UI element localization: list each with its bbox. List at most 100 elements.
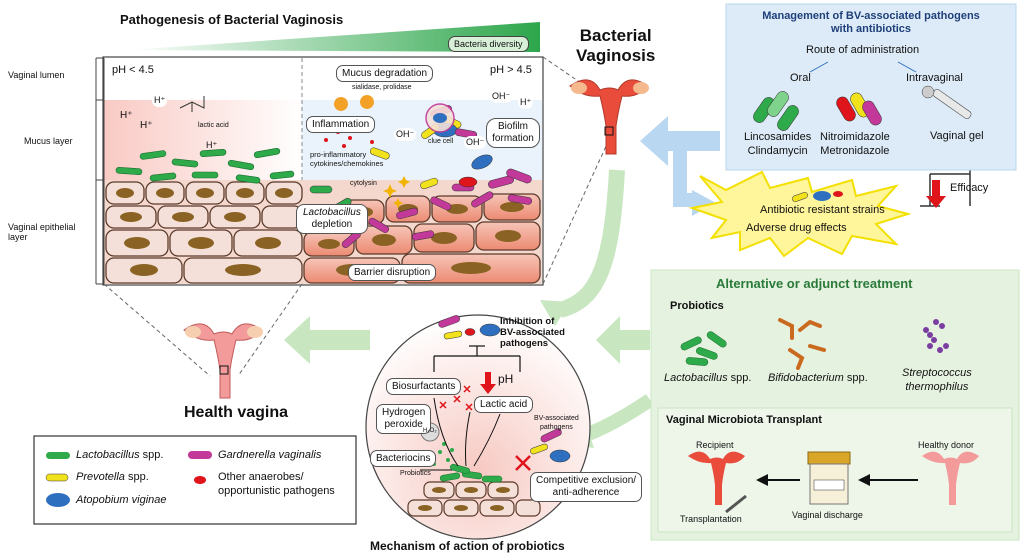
intravaginal-label: Intravaginal (906, 72, 963, 84)
lactobacillus-rods (115, 147, 295, 184)
bacteriocins-label: Bacteriocins (370, 450, 437, 467)
hplus-3: H⁺ (152, 94, 168, 107)
ph-high: pH > 4.5 (490, 64, 532, 76)
oh-1: OH⁻ (394, 128, 417, 141)
vaginal-discharge-label: Vaginal discharge (792, 510, 863, 520)
legend-other-line1: Other anaerobes/ (218, 471, 304, 483)
drug3: Vaginal gel (930, 130, 984, 142)
bv-pathogens-line2: pathogens (540, 424, 573, 431)
management-title-line2: with antibiotics (830, 23, 912, 35)
probiotic-lacto-spp: spp. (727, 372, 752, 384)
hplus-2: H⁺ (140, 120, 153, 131)
drug1-line1: Lincosamides (744, 131, 812, 143)
recipient-label: Recipient (696, 440, 734, 450)
ph-low: pH < 4.5 (112, 64, 154, 76)
alternative-title: Alternative or adjunct treatment (716, 276, 913, 291)
cytolysin-label: cytolysin (350, 180, 377, 187)
probiotic-bifido: Bifidobacterium spp. (768, 372, 868, 384)
inhibition-label: Inhibition of BV-associated pathogens (500, 316, 565, 349)
barrier-label: Barrier disruption (348, 264, 437, 281)
diversity-label: Bacteria diversity (448, 36, 529, 52)
oral-label: Oral (790, 72, 811, 84)
mucus-degradation-label: Mucus degradation (336, 65, 434, 82)
vmt-title: Vaginal Microbiota Transplant (666, 414, 822, 426)
bv-pathogens-line1: BV-associated (534, 415, 579, 422)
efficacy-label: Efficacy (950, 182, 989, 194)
bv-title-line1: Bacterial (579, 26, 652, 45)
uterus-donor (922, 451, 979, 505)
drug1-line2: Clindamycin (747, 145, 808, 157)
lacto-depletion-box: Lactobacillus depletion (296, 204, 368, 234)
arrow-alt-to-mechanism (596, 316, 650, 364)
legend-prevotella: Prevotella spp. (76, 471, 149, 483)
layer-lumen: Vaginal lumen (8, 70, 65, 80)
legend-other-line2: opportunistic pathogens (218, 485, 335, 497)
probiotic-lacto: Lactobacillus spp. (664, 372, 751, 384)
arrow-bv-to-mechanism (557, 169, 625, 318)
probiotic-bifido-name: Bifidobacterium (768, 372, 844, 384)
clue-cell-label: clue cell (428, 138, 454, 145)
oh-3: OH⁻ (464, 136, 487, 149)
legend-lacto-spp: spp. (139, 449, 164, 461)
management-title: Management of BV-associated pathogens wi… (736, 10, 1006, 36)
uterus-recipient (688, 451, 745, 505)
bv-title-line2: Vaginosis (576, 46, 656, 65)
probiotic-lacto-name: Lactobacillus (664, 372, 728, 384)
competitive-line1: Competitive exclusion/ (536, 475, 637, 486)
drug1: Lincosamides Clindamycin (744, 130, 811, 158)
transplantation-label: Transplantation (680, 514, 742, 524)
management-box (725, 3, 1017, 171)
diversity-wedge (128, 22, 540, 52)
hplus-1: H⁺ (120, 110, 133, 121)
legend-other: Other anaerobes/ opportunistic pathogens (218, 470, 335, 498)
healthy-donor-label: Healthy donor (918, 440, 975, 450)
ph-label: pH (498, 372, 514, 386)
inflammation-label: Inflammation (306, 116, 376, 133)
hplus-4: H⁺ (206, 140, 218, 150)
competitive-line2: anti-adherence (552, 487, 620, 498)
lactic-acid-mech-label: Lactic acid (474, 396, 534, 413)
legend-prevotella-name: Prevotella (76, 471, 125, 483)
biosurfactants-label: Biosurfactants (386, 378, 462, 395)
oh-2: OH⁻ (490, 90, 513, 103)
arrow-from-management (640, 116, 720, 166)
arrow-to-health (284, 316, 370, 364)
adverse-effects-burst (688, 170, 912, 258)
health-title: Health vagina (184, 404, 289, 421)
legend-atopobium: Atopobium viginae (76, 494, 167, 506)
hydrogen-line1: Hydrogen (382, 407, 426, 418)
specimen-jar (807, 451, 851, 505)
inhibition-line2: BV-associated (500, 327, 565, 338)
competitive-box: Competitive exclusion/ anti-adherence (530, 472, 643, 502)
inhibition-line1: Inhibition of (500, 316, 555, 327)
management-title-line1: Management of BV-associated pathogens (762, 10, 980, 22)
effect-resistance: Antibiotic resistant strains (760, 204, 885, 216)
effect-adverse: Adverse drug effects (746, 222, 847, 234)
uterus-health (183, 323, 263, 399)
uterus-bv (569, 79, 649, 155)
enzymes-label: sialidase, prolidase (352, 84, 412, 91)
probiotic-strep: Streptococcus thermophilus (902, 366, 972, 394)
layer-epithelial: Vaginal epithelial layer (8, 222, 76, 242)
bv-pathogens-label: BV-associated pathogens (534, 414, 579, 432)
lacto-depletion-line2: depletion (311, 219, 353, 230)
cytokines-label: pro-inflammatory cytokines/chemokines (310, 150, 384, 168)
layer-mucus: Mucus layer (24, 136, 73, 146)
legend-gardnerella: Gardnerella vaginalis (218, 449, 322, 461)
probiotics-small-label: Probiotics (400, 470, 431, 477)
probiotic-bifido-spp: spp. (843, 372, 868, 384)
hplus-5: H⁺ (518, 96, 534, 109)
biofilm-label: Biofilm formation (486, 118, 540, 148)
drug2: Nitroimidazole Metronidazole (820, 130, 890, 158)
lactic-acid-label: lactic acid (198, 122, 229, 129)
drug2-line2: Metronidazole (820, 145, 890, 157)
inhibition-line3: pathogens (500, 338, 549, 349)
bv-title: Bacterial Vaginosis (576, 26, 655, 66)
probiotics-heading: Probiotics (670, 300, 724, 312)
hydrogen-line2: peroxide (384, 419, 423, 430)
route-label: Route of administration (806, 44, 920, 56)
probiotic-strep-line1: Streptococcus (902, 367, 972, 379)
drug2-line1: Nitroimidazole (820, 131, 890, 143)
legend-prevotella-spp: spp. (124, 471, 149, 483)
